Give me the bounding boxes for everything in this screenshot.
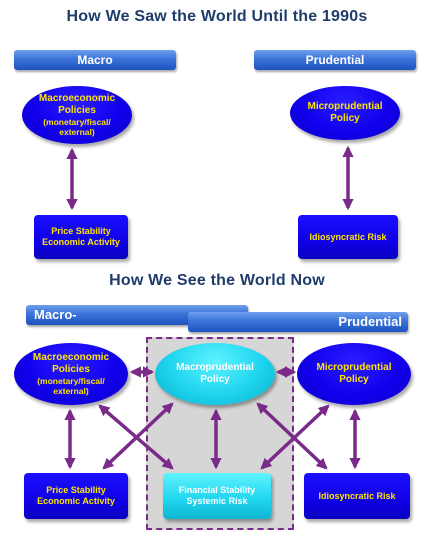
- node-line: external): [59, 127, 95, 137]
- macroprudential-policy-node: Macroprudential Policy: [155, 343, 275, 405]
- macro-bar-label: Macro: [77, 53, 113, 67]
- prudential-bar-wide: Prudential: [188, 312, 408, 332]
- macroeconomic-policies-node-bottom: Macroeconomic Policies (monetary/fiscal/…: [14, 343, 128, 405]
- node-line: Microprudential: [316, 362, 392, 373]
- node-line: Macroprudential: [176, 362, 254, 373]
- box-line: Price Stability: [51, 226, 111, 237]
- box-line: Economic Activity: [37, 496, 115, 506]
- box-line: Idiosyncratic Risk: [309, 231, 387, 242]
- node-line: Policies: [58, 104, 96, 116]
- arrow-macropru-to-idio: [256, 402, 328, 470]
- box-line: Idiosyncratic Risk: [318, 490, 396, 501]
- node-line: (monetary/fiscal/: [37, 375, 105, 386]
- macroeconomic-policies-node-top: Macroeconomic Policies (monetary/fiscal/…: [22, 86, 132, 144]
- node-line: Macroeconomic: [32, 351, 110, 363]
- node-line: Policy: [330, 113, 360, 124]
- node-line: Policy: [339, 374, 369, 385]
- node-line: (monetary/fiscal/: [43, 116, 111, 127]
- node-line: Microprudential: [307, 101, 383, 112]
- box-line: Systemic Risk: [186, 496, 248, 506]
- macro-bar: Macro: [14, 50, 176, 70]
- node-line: Policies: [52, 363, 90, 375]
- box-line: Financial Stability: [178, 485, 256, 496]
- idiosyncratic-risk-box-top: Idiosyncratic Risk: [298, 215, 398, 259]
- financial-stability-box: Financial Stability Systemic Risk: [163, 473, 271, 519]
- price-stability-box-top: Price Stability Economic Activity: [34, 215, 128, 259]
- arrow-micropru-to-finstab: [260, 404, 330, 470]
- microprudential-policy-node-bottom: Microprudential Policy: [297, 343, 411, 405]
- arrow-macropru-to-price: [102, 402, 174, 470]
- prudential-bar: Prudential: [254, 50, 416, 70]
- node-line: Macroeconomic: [38, 92, 116, 104]
- node-line: external): [53, 386, 89, 396]
- idiosyncratic-risk-box-bottom: Idiosyncratic Risk: [304, 473, 410, 519]
- prudential-bar-wide-label: Prudential: [338, 314, 402, 329]
- box-line: Economic Activity: [42, 237, 120, 247]
- macro-bar-wide-label: Macro-: [34, 307, 77, 322]
- price-stability-box-bottom: Price Stability Economic Activity: [24, 473, 128, 519]
- top-title: How We Saw the World Until the 1990s: [66, 8, 368, 25]
- bottom-title: How We See the World Now: [109, 272, 325, 289]
- box-line: Price Stability: [46, 485, 106, 496]
- prudential-bar-label: Prudential: [305, 53, 365, 67]
- node-line: Policy: [200, 374, 230, 385]
- microprudential-policy-node-top: Microprudential Policy: [290, 86, 400, 140]
